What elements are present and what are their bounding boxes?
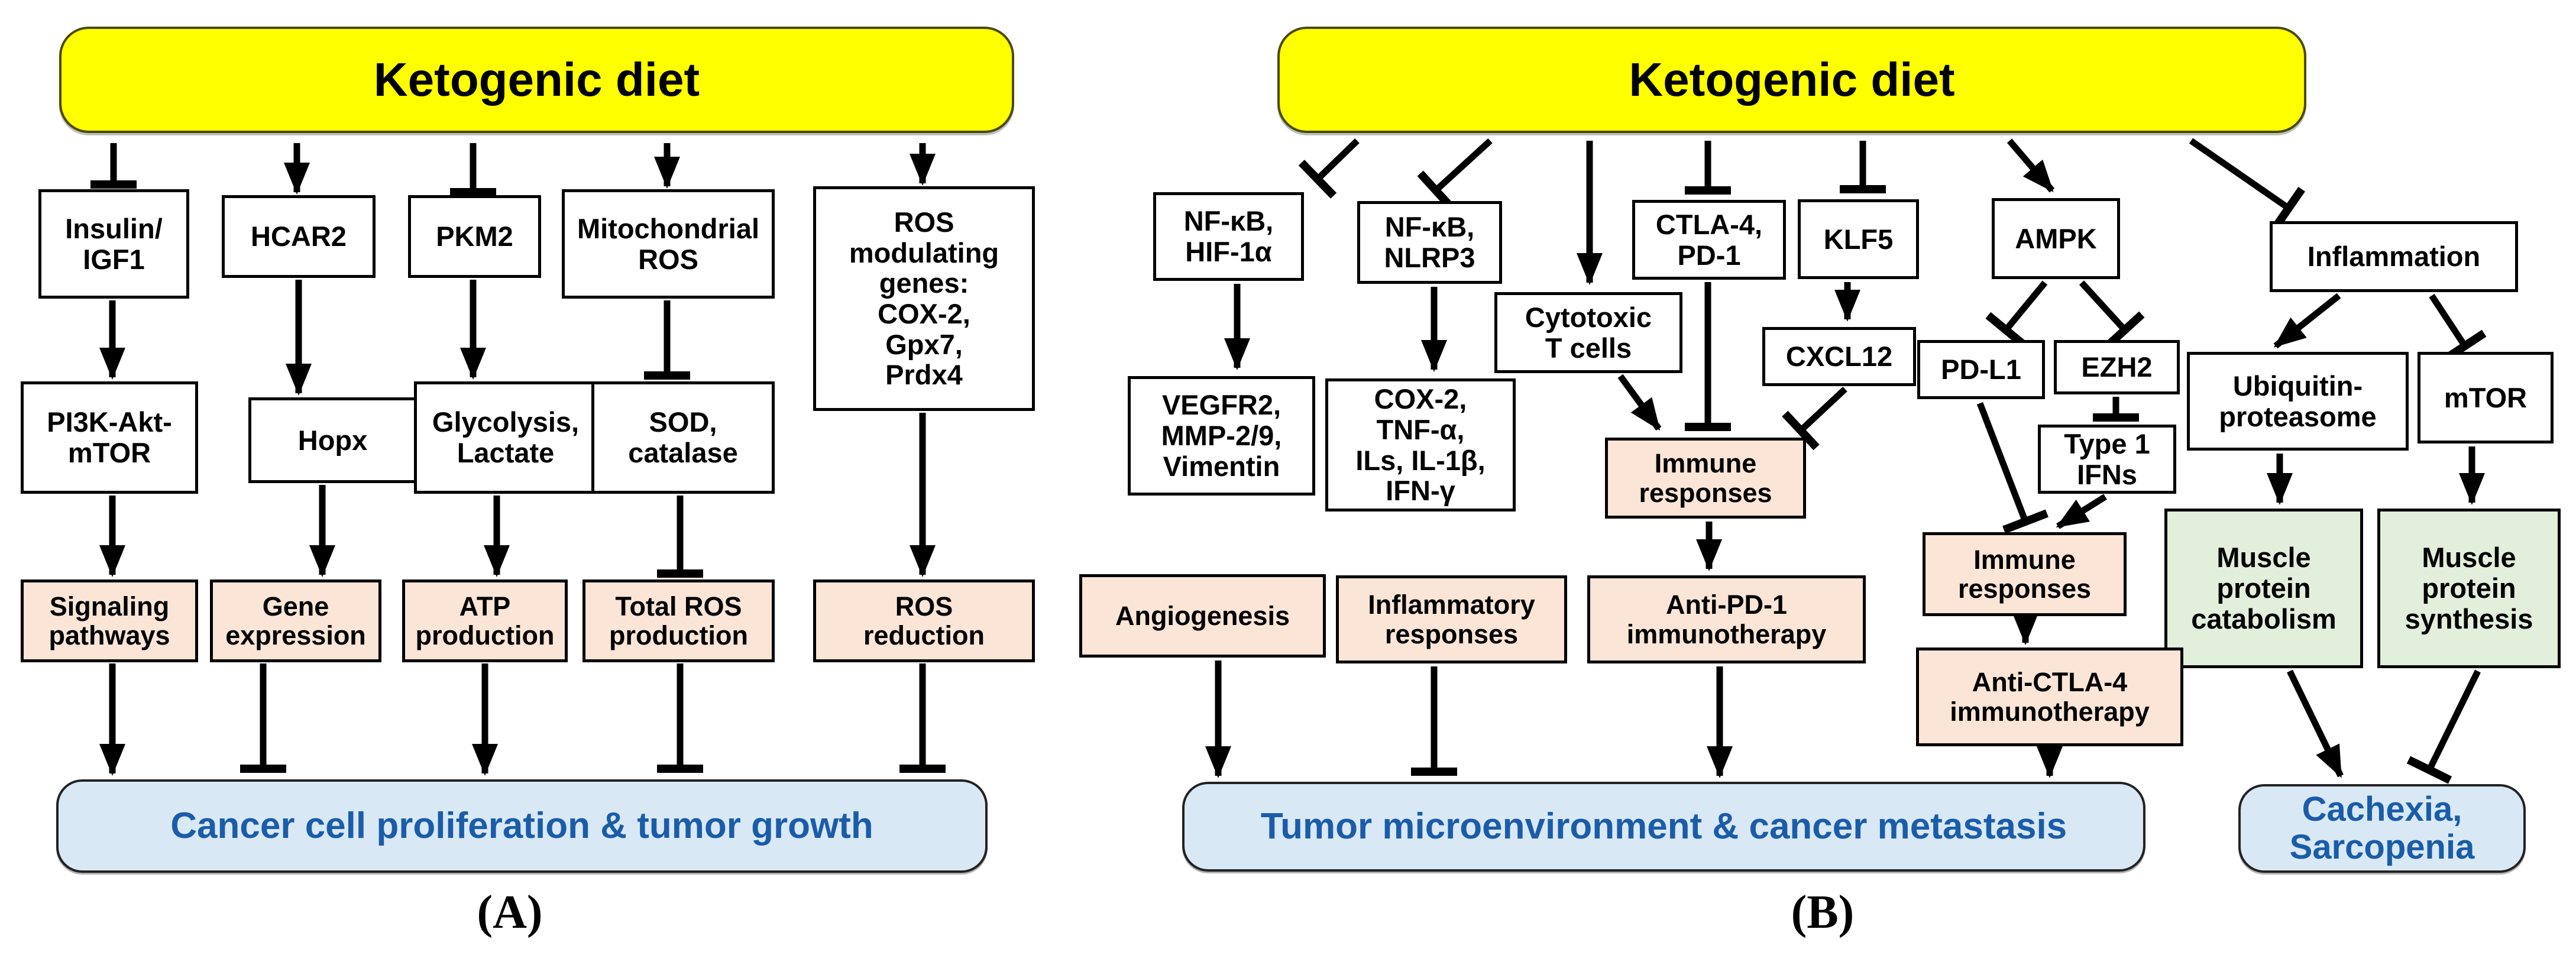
node-cox2-tnfa-ils: COX-2, TNF-α, ILs, IL-1β, IFN-γ	[1325, 378, 1516, 511]
node-sod-catalase: SOD, catalase	[591, 381, 775, 494]
node-mtor: mTOR	[2418, 352, 2554, 443]
node-cachexia-sarcopenia: Cachexia, Sarcopenia	[2238, 784, 2526, 873]
node-type1-ifns: Type 1 IFNs	[2038, 425, 2176, 494]
node-ubiquitin-proteasome: Ubiquitin- proteasome	[2187, 352, 2409, 451]
node-klf5: KLF5	[1798, 199, 1919, 279]
edge-b6-arrow	[2007, 138, 2055, 193]
edge-b10-arrow	[1617, 374, 1662, 431]
node-angiogenesis: Angiogenesis	[1079, 574, 1326, 658]
node-immune-responses-2: Immune responses	[1923, 532, 2127, 616]
edge-b18-arrow	[2056, 494, 2107, 529]
edge-b15-tbar	[2079, 280, 2145, 349]
node-insulin-igf1: Insulin/ IGF1	[38, 189, 189, 299]
edge-b22-tbar	[2429, 293, 2487, 362]
panel-b-label: (B)	[1791, 886, 1855, 938]
node-glycolysis-lactate: Glycolysis, Lactate	[414, 381, 597, 494]
edge-b1-tbar	[1298, 138, 1360, 199]
node-kd-b: Ketogenic diet	[1277, 27, 2306, 133]
node-muscle-protein-catabolism: Muscle protein catabolism	[2164, 509, 2363, 668]
node-inflammation: Inflammation	[2270, 221, 2518, 292]
edge-b7-tbar	[2189, 138, 2305, 230]
edge-b30-tbar	[2406, 669, 2481, 784]
node-cancer-growth: Cancer cell proliferation & tumor growth	[56, 779, 988, 873]
node-atp-production: ATP production	[402, 579, 568, 662]
node-ros-reduction: ROS reduction	[813, 579, 1035, 662]
node-cxcl12: CXCL12	[1762, 327, 1916, 386]
node-tumor-metastasis: Tumor microenvironment & cancer metastas…	[1182, 782, 2145, 872]
edge-b14-tbar	[1985, 280, 2048, 348]
node-pd-l1: PD-L1	[1917, 340, 2045, 399]
edge-b29-arrow	[2287, 669, 2344, 778]
node-cytotoxic-t-cells: Cytotoxic T cells	[1494, 292, 1682, 373]
node-ros-mod-genes: ROS modulating genes: COX-2, Gpx7, Prdx4	[813, 186, 1035, 411]
node-kd-a: Ketogenic diet	[59, 27, 1014, 133]
edge-b21-arrow	[2273, 293, 2341, 349]
node-ampk: AMPK	[1992, 198, 2120, 279]
node-mito-ros: Mitochondrial ROS	[562, 189, 775, 299]
node-muscle-protein-synthesis: Muscle protein synthesis	[2377, 509, 2561, 668]
node-vegfr2-mmp-vimentin: VEGFR2, MMP-2/9, Vimentin	[1128, 376, 1315, 496]
node-ezh2: EZH2	[2054, 340, 2180, 394]
edge-b16-tbar	[1976, 402, 2048, 534]
node-immune-responses-1: Immune responses	[1605, 438, 1806, 519]
node-ctla4-pd1: CTLA-4, PD-1	[1632, 200, 1786, 280]
edge-b2-tbar	[1417, 138, 1493, 211]
node-nfkb-hif1a: NF-κB, HIF-1α	[1153, 192, 1304, 281]
node-anti-ctla4-immunotherapy: Anti-CTLA-4 immunotherapy	[1916, 648, 2183, 746]
node-total-ros-production: Total ROS production	[582, 579, 775, 662]
edge-b13-tbar	[1782, 386, 1847, 451]
node-gene-expression: Gene expression	[210, 579, 381, 662]
node-hopx: Hopx	[248, 397, 417, 483]
node-hcar2: HCAR2	[222, 195, 376, 278]
node-pkm2: PKM2	[408, 195, 541, 278]
node-inflammatory-responses: Inflammatory responses	[1336, 575, 1567, 663]
node-nfkb-nlrp3: NF-κB, NLRP3	[1357, 201, 1502, 284]
node-anti-pd1-immunotherapy: Anti-PD-1 immunotherapy	[1587, 575, 1866, 663]
panel-a-label: (A)	[477, 886, 543, 938]
node-signaling-pathways: Signaling pathways	[21, 579, 198, 662]
node-pi3k-akt-mtor: PI3K-Akt- mTOR	[21, 381, 198, 494]
